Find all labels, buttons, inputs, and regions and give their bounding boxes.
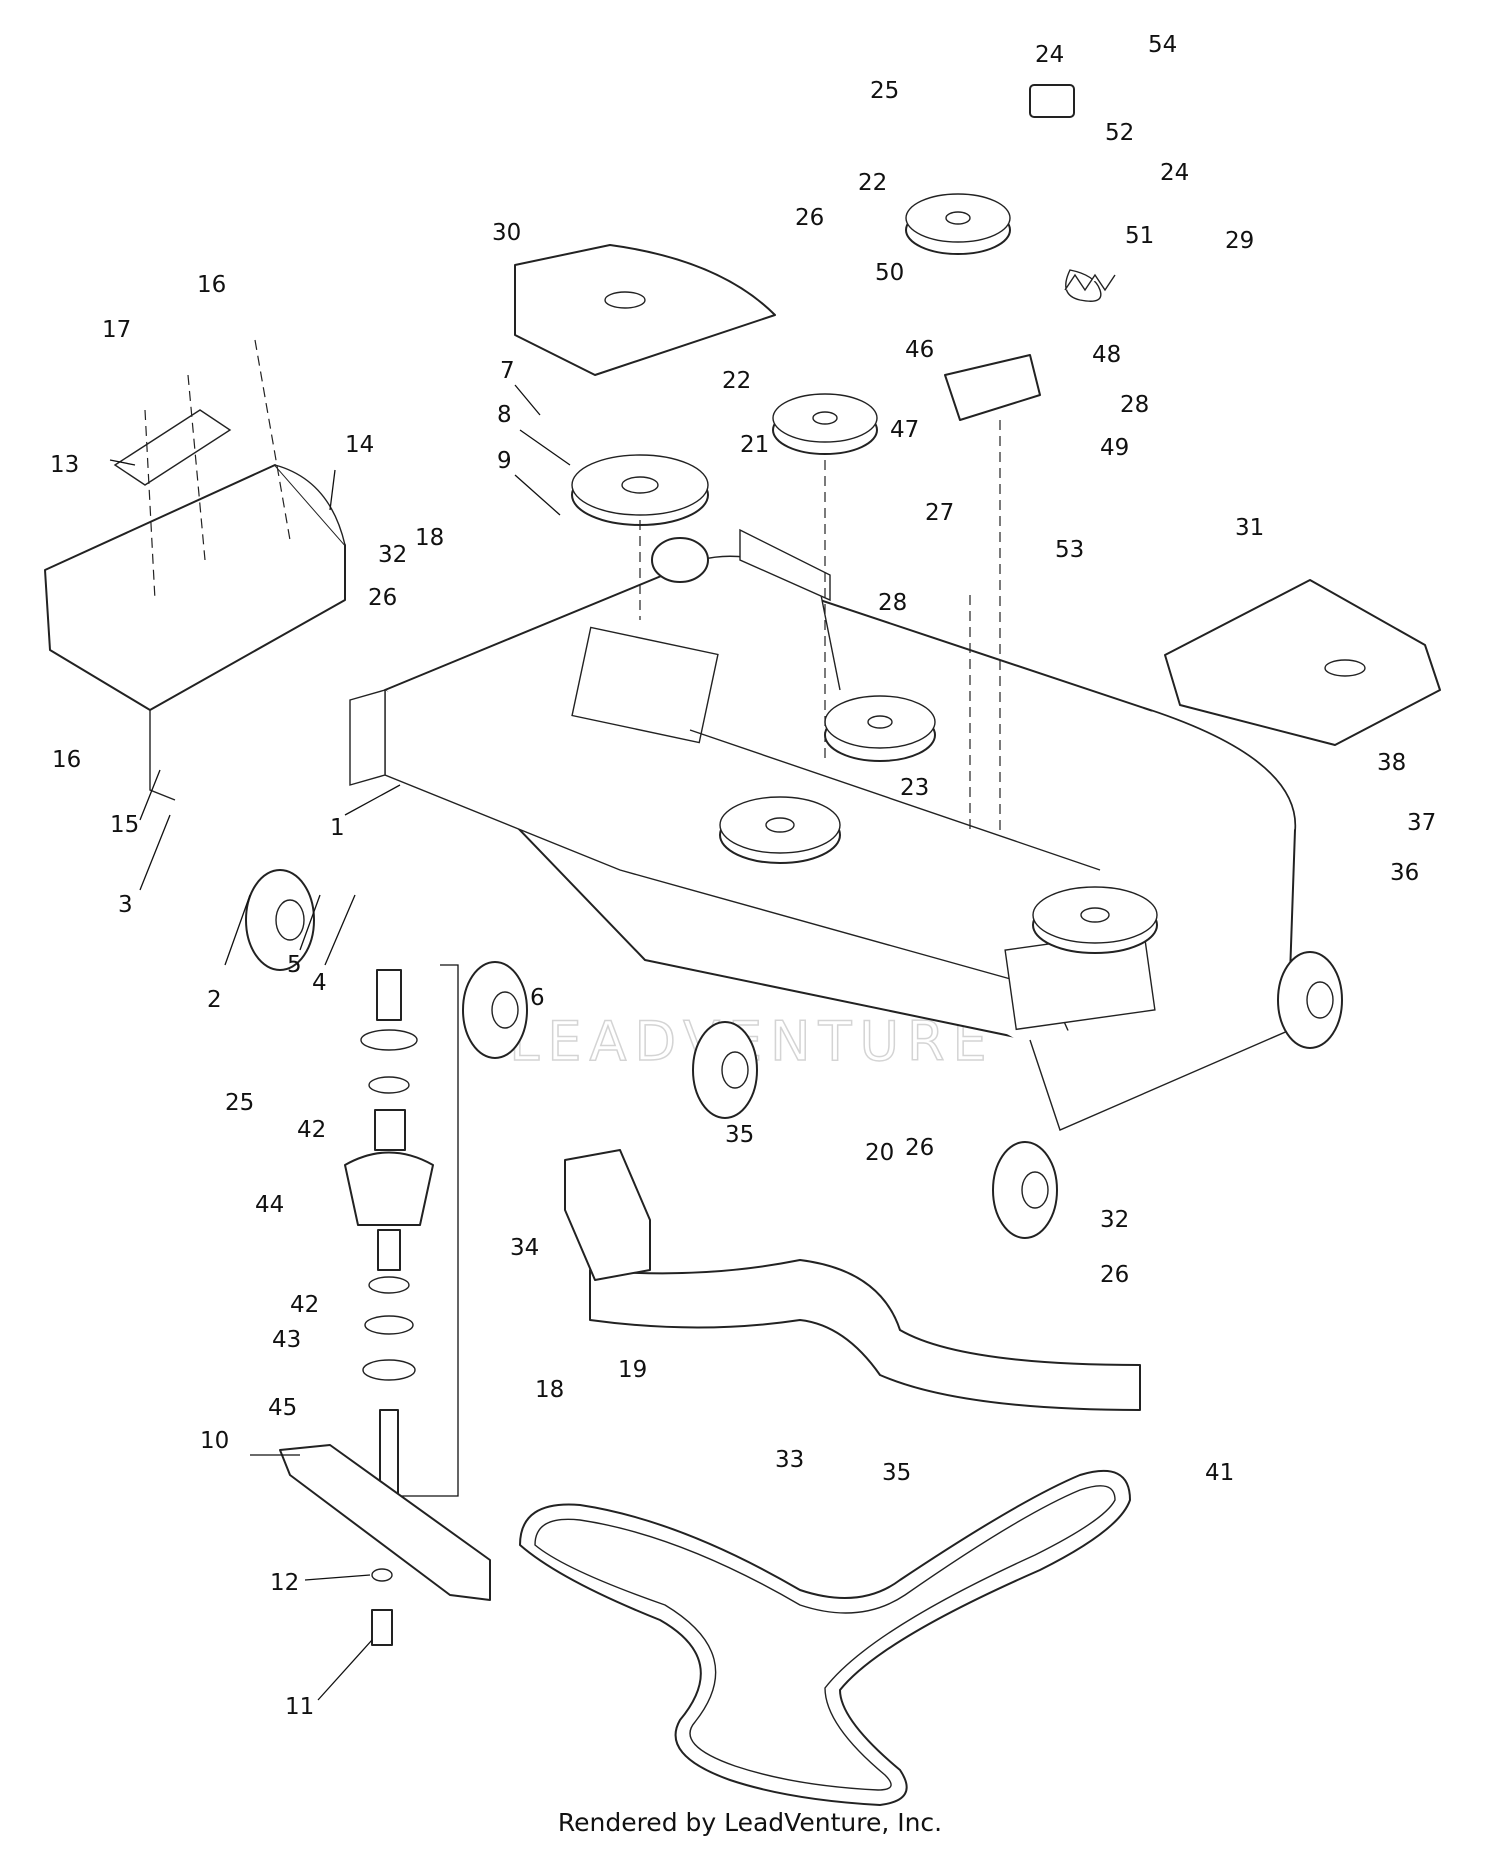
idler-arm-46: [944, 269, 1102, 421]
callout-15: 15: [110, 812, 139, 838]
callout-5: 5: [287, 952, 302, 978]
callout-26-right: 26: [905, 1135, 934, 1161]
callout-36: 36: [1390, 860, 1419, 886]
callout-labels: 1 2 3 4 5 6 7 8 9 10 11 12 13 14 15 16 1…: [50, 32, 1436, 1720]
callout-38: 38: [1377, 750, 1406, 776]
callout-33: 33: [775, 1447, 804, 1473]
callout-10: 10: [200, 1428, 229, 1454]
idler-pulley-23: [824, 695, 936, 762]
callout-53: 53: [1055, 537, 1084, 563]
callout-11: 11: [285, 1694, 314, 1720]
callout-26-left: 26: [368, 585, 397, 611]
callout-42-bottom: 42: [290, 1292, 319, 1318]
discharge-deflector: [44, 409, 346, 801]
callout-47: 47: [890, 417, 919, 443]
callout-29: 29: [1225, 228, 1254, 254]
callout-34: 34: [510, 1235, 539, 1261]
callout-12: 12: [270, 1570, 299, 1596]
deck-pulley-right: [1032, 886, 1158, 954]
callout-18-top: 18: [415, 525, 444, 551]
spindle-assembly: [344, 964, 459, 1521]
drive-belt-41: [519, 1470, 1131, 1806]
leader-lines: [109, 384, 571, 1701]
callout-18-bottom: 18: [535, 1377, 564, 1403]
callout-21: 21: [740, 432, 769, 458]
callout-13: 13: [50, 452, 79, 478]
callout-23: 23: [900, 775, 929, 801]
callout-1: 1: [330, 815, 345, 841]
callout-22-lower: 22: [722, 368, 751, 394]
callout-30: 30: [492, 220, 521, 246]
callout-52: 52: [1105, 120, 1134, 146]
callout-32-top: 32: [378, 542, 407, 568]
baffle-33: [564, 1149, 1141, 1411]
callout-51: 51: [1125, 223, 1154, 249]
deck-pulley-left: [571, 454, 709, 526]
idler-pulley-22-upper: [905, 193, 1011, 255]
callout-25-spindle: 25: [225, 1090, 254, 1116]
callout-24-mid: 24: [1160, 160, 1189, 186]
callout-37: 37: [1407, 810, 1436, 836]
callout-9: 9: [497, 448, 512, 474]
callout-28-left: 28: [878, 590, 907, 616]
deck-pulley-center: [719, 796, 841, 864]
callout-49: 49: [1100, 435, 1129, 461]
callout-2: 2: [207, 987, 222, 1013]
spring-29: [1064, 273, 1116, 292]
callout-26-bottom: 26: [1100, 1262, 1129, 1288]
callout-14: 14: [345, 432, 374, 458]
idler-pulley-22-lower: [772, 393, 878, 455]
assembly-lines: [144, 339, 1001, 830]
callout-24-top: 24: [1035, 42, 1064, 68]
callout-35-bottom: 35: [882, 1460, 911, 1486]
callout-16-top: 16: [197, 272, 226, 298]
callout-22-upper: 22: [858, 170, 887, 196]
callout-45: 45: [268, 1395, 297, 1421]
callout-41: 41: [1205, 1460, 1234, 1486]
gauge-wheels: [245, 537, 1343, 1239]
callout-17: 17: [102, 317, 131, 343]
callout-44: 44: [255, 1192, 284, 1218]
callout-26-top: 26: [795, 205, 824, 231]
mower-blade: [279, 1444, 491, 1646]
callout-48: 48: [1092, 342, 1121, 368]
callout-46: 46: [905, 337, 934, 363]
callout-16-bottom: 16: [52, 747, 81, 773]
callout-27: 27: [925, 500, 954, 526]
callout-19: 19: [618, 1357, 647, 1383]
callout-20: 20: [865, 1140, 894, 1166]
callout-4: 4: [312, 970, 327, 996]
callout-7: 7: [500, 358, 515, 384]
callout-32-bottom: 32: [1100, 1207, 1129, 1233]
callout-25-top: 25: [870, 78, 899, 104]
callout-43: 43: [272, 1327, 301, 1353]
belt-cover-31: [1164, 579, 1441, 746]
callout-31: 31: [1235, 515, 1264, 541]
callout-6: 6: [530, 985, 545, 1011]
callout-50: 50: [875, 260, 904, 286]
callout-35-top: 35: [725, 1122, 754, 1148]
render-credit: Rendered by LeadVenture, Inc.: [557, 1808, 943, 1837]
callout-28-right: 28: [1120, 392, 1149, 418]
callout-8: 8: [497, 402, 512, 428]
callout-3: 3: [118, 892, 133, 918]
belt-cover-30: [514, 244, 776, 376]
bumper-54: [1029, 84, 1075, 118]
callout-42-top: 42: [297, 1117, 326, 1143]
callout-54: 54: [1148, 32, 1177, 58]
